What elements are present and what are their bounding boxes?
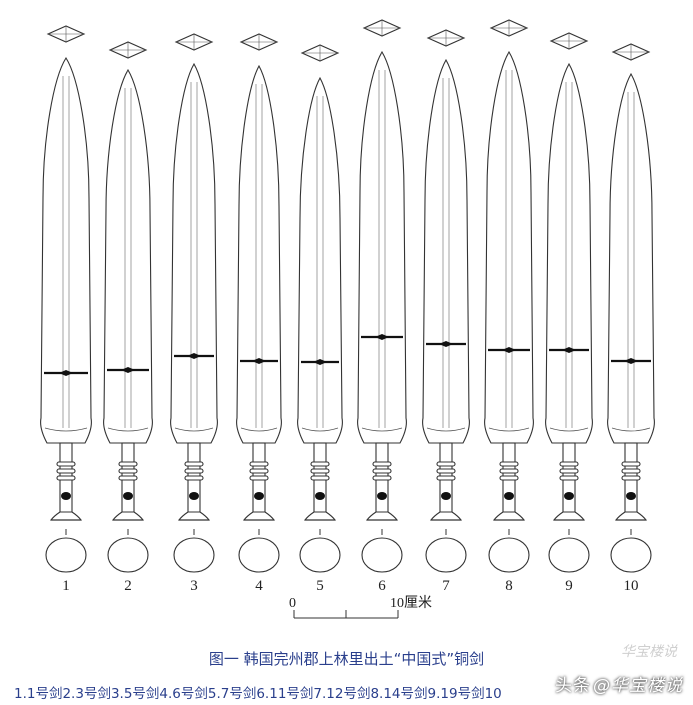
sword-drawing: 2: [103, 41, 153, 594]
sword-number-label: 3: [190, 578, 198, 594]
sword-drawing: 6: [357, 19, 407, 594]
pommel-end-view: [238, 537, 280, 573]
sword-number-label: 7: [442, 578, 450, 594]
sword-drawing: 7: [422, 29, 470, 594]
scale-zero-label: 0: [289, 596, 296, 611]
blade: [607, 72, 655, 444]
blade: [484, 50, 534, 444]
sword-number-label: 10: [624, 578, 639, 594]
blade: [297, 76, 343, 444]
blade: [422, 58, 470, 444]
watermark-brand: @华宝楼说: [593, 676, 683, 696]
watermark: 头条@华宝楼说: [555, 671, 683, 696]
sword-drawing: 4: [236, 33, 282, 594]
sword-drawings-figure: 1 2 3 4 5 6 7 8 9 10: [40, 19, 655, 594]
sword-drawing: 9: [545, 32, 593, 594]
pommel-end-view: [548, 537, 590, 573]
pommel-end-view: [299, 537, 341, 573]
pommel-end-view: [425, 537, 467, 573]
figure-legend: 1.1号剑2.3号剑3.5号剑4.6号剑5.7号剑6.11号剑7.12号剑8.1…: [14, 686, 502, 702]
blade: [103, 68, 153, 444]
pommel-end-view: [361, 537, 403, 573]
blade: [357, 50, 407, 444]
sword-number-label: 5: [316, 578, 324, 594]
blade: [236, 64, 282, 444]
scale-end-label: 10厘米: [390, 595, 432, 611]
pommel-end-view: [107, 537, 149, 573]
sword-number-label: 9: [565, 578, 573, 594]
blade: [545, 62, 593, 444]
pommel-end-view: [610, 537, 652, 573]
pommel-end-view: [45, 537, 87, 573]
sword-number-label: 1: [62, 578, 70, 594]
sword-number-label: 2: [124, 578, 132, 594]
pommel-end-view: [173, 537, 215, 573]
scale-bar: 0 10厘米: [289, 595, 432, 619]
sword-number-label: 4: [255, 578, 263, 594]
figure-caption: 图一 韩国完州郡上林里出土“中国式”铜剑: [208, 650, 485, 668]
blade: [40, 56, 92, 444]
sword-drawing: 3: [170, 33, 218, 594]
blade: [170, 62, 218, 444]
watermark-prefix: 头条: [555, 676, 591, 696]
sword-number-label: 8: [505, 578, 513, 594]
watermark-top: 华宝楼说: [621, 644, 677, 660]
sword-drawing: 1: [40, 25, 92, 594]
sword-drawing: 8: [484, 19, 534, 594]
sword-drawing: 10: [607, 43, 655, 594]
sword-number-label: 6: [378, 578, 386, 594]
pommel-end-view: [488, 537, 530, 573]
sword-drawing: 5: [297, 44, 343, 594]
